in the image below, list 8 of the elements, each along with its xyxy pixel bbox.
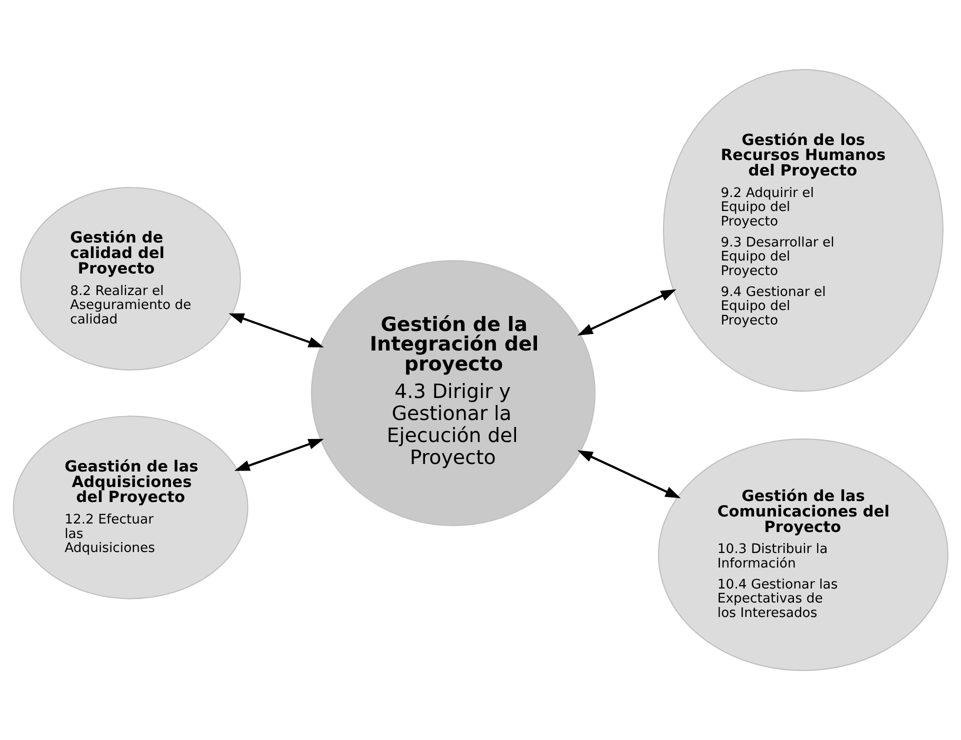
arrow [228,313,324,348]
arrow [577,289,676,336]
arrow [577,450,681,498]
node-ellipse: Geastión de las Adquisiciones del Proyecto 12.2 Efectuar las Adquisiciones [12,416,248,600]
node-ellipse: Gestión de las Comunicaciones del Proyecto 10.3 Distribuir la Información 10.4 Gestionar las Expectativas de los Interesados [658,438,948,671]
node-ellipse: Gestión de calidad del Proyecto 8.2 Realizar el Aseguramiento de calidad [20,186,241,370]
node-ellipse: Gestión de los Recursos Humanos del Proyecto 9.2 Adquirir el Equipo del Proyecto 9.3 Desarrollar el Equipo del Proyecto 9.4 Gestionar el Equipo del Proyecto [662,69,944,392]
arrow [234,438,324,471]
